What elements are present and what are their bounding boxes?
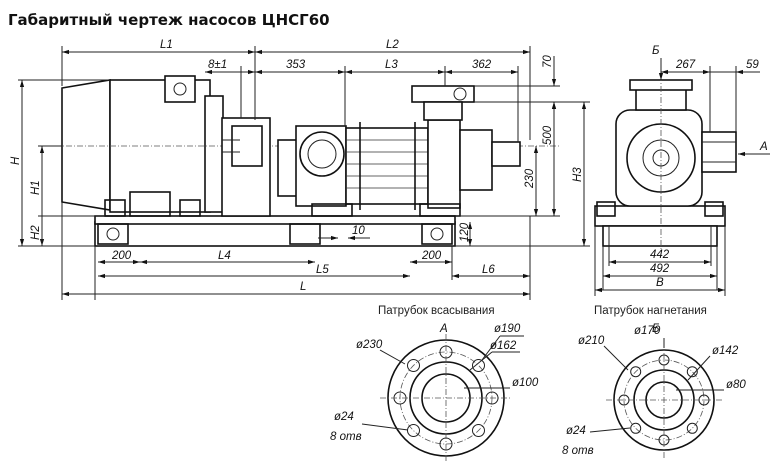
foot-bolt-left xyxy=(106,227,120,241)
flange-suction-caption: Патрубок всасывания xyxy=(378,305,495,317)
flange-discharge-caption: Патрубок нагнетания xyxy=(594,305,707,317)
flange-a-d100: ø100 xyxy=(512,377,539,389)
dim-l6: L6 xyxy=(482,264,495,276)
motor-mount-right xyxy=(179,199,201,217)
shaft-end xyxy=(491,141,521,167)
dim-l1: L1 xyxy=(160,39,173,51)
dim-a-view: A xyxy=(759,141,768,153)
dim-l5: L5 xyxy=(316,264,329,276)
flange-b-d210: ø210 xyxy=(578,335,605,347)
flange-b-d24: ø24 xyxy=(566,425,586,437)
discharge-flange xyxy=(411,85,475,103)
dim-b: B xyxy=(656,277,664,289)
motor-terminal-box xyxy=(164,75,196,103)
flange-b-bolt-circle xyxy=(623,359,705,441)
dim-200-left: 200 xyxy=(111,250,132,262)
side-dimensions: L1 L2 8±1 353 L3 362 70 500 230 H3 120 xyxy=(10,39,590,300)
flange-suction-view: А xyxy=(439,323,448,335)
flange-suction: Патрубок всасывания А ø230 ø190 ø162 ø10… xyxy=(330,305,539,462)
flange-b-holes: 8 отв xyxy=(562,445,594,457)
dim-442: 442 xyxy=(650,249,670,261)
dim-10: 10 xyxy=(352,225,365,237)
dim-200-right: 200 xyxy=(421,250,442,262)
base-foot-mid xyxy=(289,223,321,245)
flange-b-d80: ø80 xyxy=(726,379,746,391)
suction-flange xyxy=(299,131,345,177)
terminal-gland xyxy=(173,82,187,96)
motor-rear-cover xyxy=(61,79,111,211)
motor-foot xyxy=(129,191,171,217)
pump-foot-left xyxy=(311,203,353,217)
base-top-plate xyxy=(94,215,456,225)
dim-h3: H3 xyxy=(572,167,584,182)
dim-8: 8±1 xyxy=(208,59,227,71)
dim-h: H xyxy=(10,156,22,165)
end-view xyxy=(594,64,737,250)
page-title: Габаритный чертеж насосов ЦНСГ60 xyxy=(8,11,330,29)
end-dimensions: Б 267 59 A 442 492 B xyxy=(594,45,770,296)
end-foot-right xyxy=(704,201,724,217)
motor-mount-left xyxy=(104,199,126,217)
discharge-casing xyxy=(427,119,461,209)
flange-b-d142: ø142 xyxy=(712,345,739,357)
base-frame xyxy=(94,221,456,247)
dim-b-view: Б xyxy=(652,45,660,57)
dim-l3: L3 xyxy=(385,59,398,71)
flange-discharge: Патрубок нагнетания Б ø170 ø210 ø142 ø80… xyxy=(562,305,746,460)
coupling xyxy=(231,125,263,167)
end-suction-flange xyxy=(701,131,737,173)
motor-flange xyxy=(204,95,224,213)
foot-bolt-right xyxy=(430,227,444,241)
flange-b-bore xyxy=(645,381,683,419)
dim-500: 500 xyxy=(542,125,554,145)
flange-b-d170: ø170 xyxy=(634,325,661,337)
flange-discharge-view: Б xyxy=(652,323,660,335)
dim-l4: L4 xyxy=(218,250,231,262)
dim-267: 267 xyxy=(675,59,696,71)
flange-a-holes: 8 отв xyxy=(330,431,362,443)
end-base-lower xyxy=(602,225,718,247)
dim-70: 70 xyxy=(542,55,554,68)
discharge-neck xyxy=(423,101,463,121)
flange-a-d24: ø24 xyxy=(334,411,354,423)
base-foot-left xyxy=(97,223,129,245)
dim-h1: H1 xyxy=(30,180,42,195)
bearing-housing-left xyxy=(277,139,299,197)
dim-59: 59 xyxy=(746,59,759,71)
dim-492: 492 xyxy=(650,263,670,275)
pump-foot-right xyxy=(419,203,461,217)
dim-362: 362 xyxy=(472,59,492,71)
flange-a-d190: ø190 xyxy=(494,323,521,335)
bearing-housing-right xyxy=(459,129,493,191)
dim-353: 353 xyxy=(286,59,306,71)
base-foot-right xyxy=(421,223,453,245)
flange-a-d162: ø162 xyxy=(490,340,517,352)
dim-l: L xyxy=(300,281,306,293)
flange-a-d230: ø230 xyxy=(356,339,383,351)
dim-230: 230 xyxy=(524,168,536,189)
end-foot-left xyxy=(596,201,616,217)
dim-h2: H2 xyxy=(30,225,42,240)
side-view xyxy=(55,75,560,247)
dim-l2: L2 xyxy=(386,39,399,51)
dim-120: 120 xyxy=(459,222,471,242)
